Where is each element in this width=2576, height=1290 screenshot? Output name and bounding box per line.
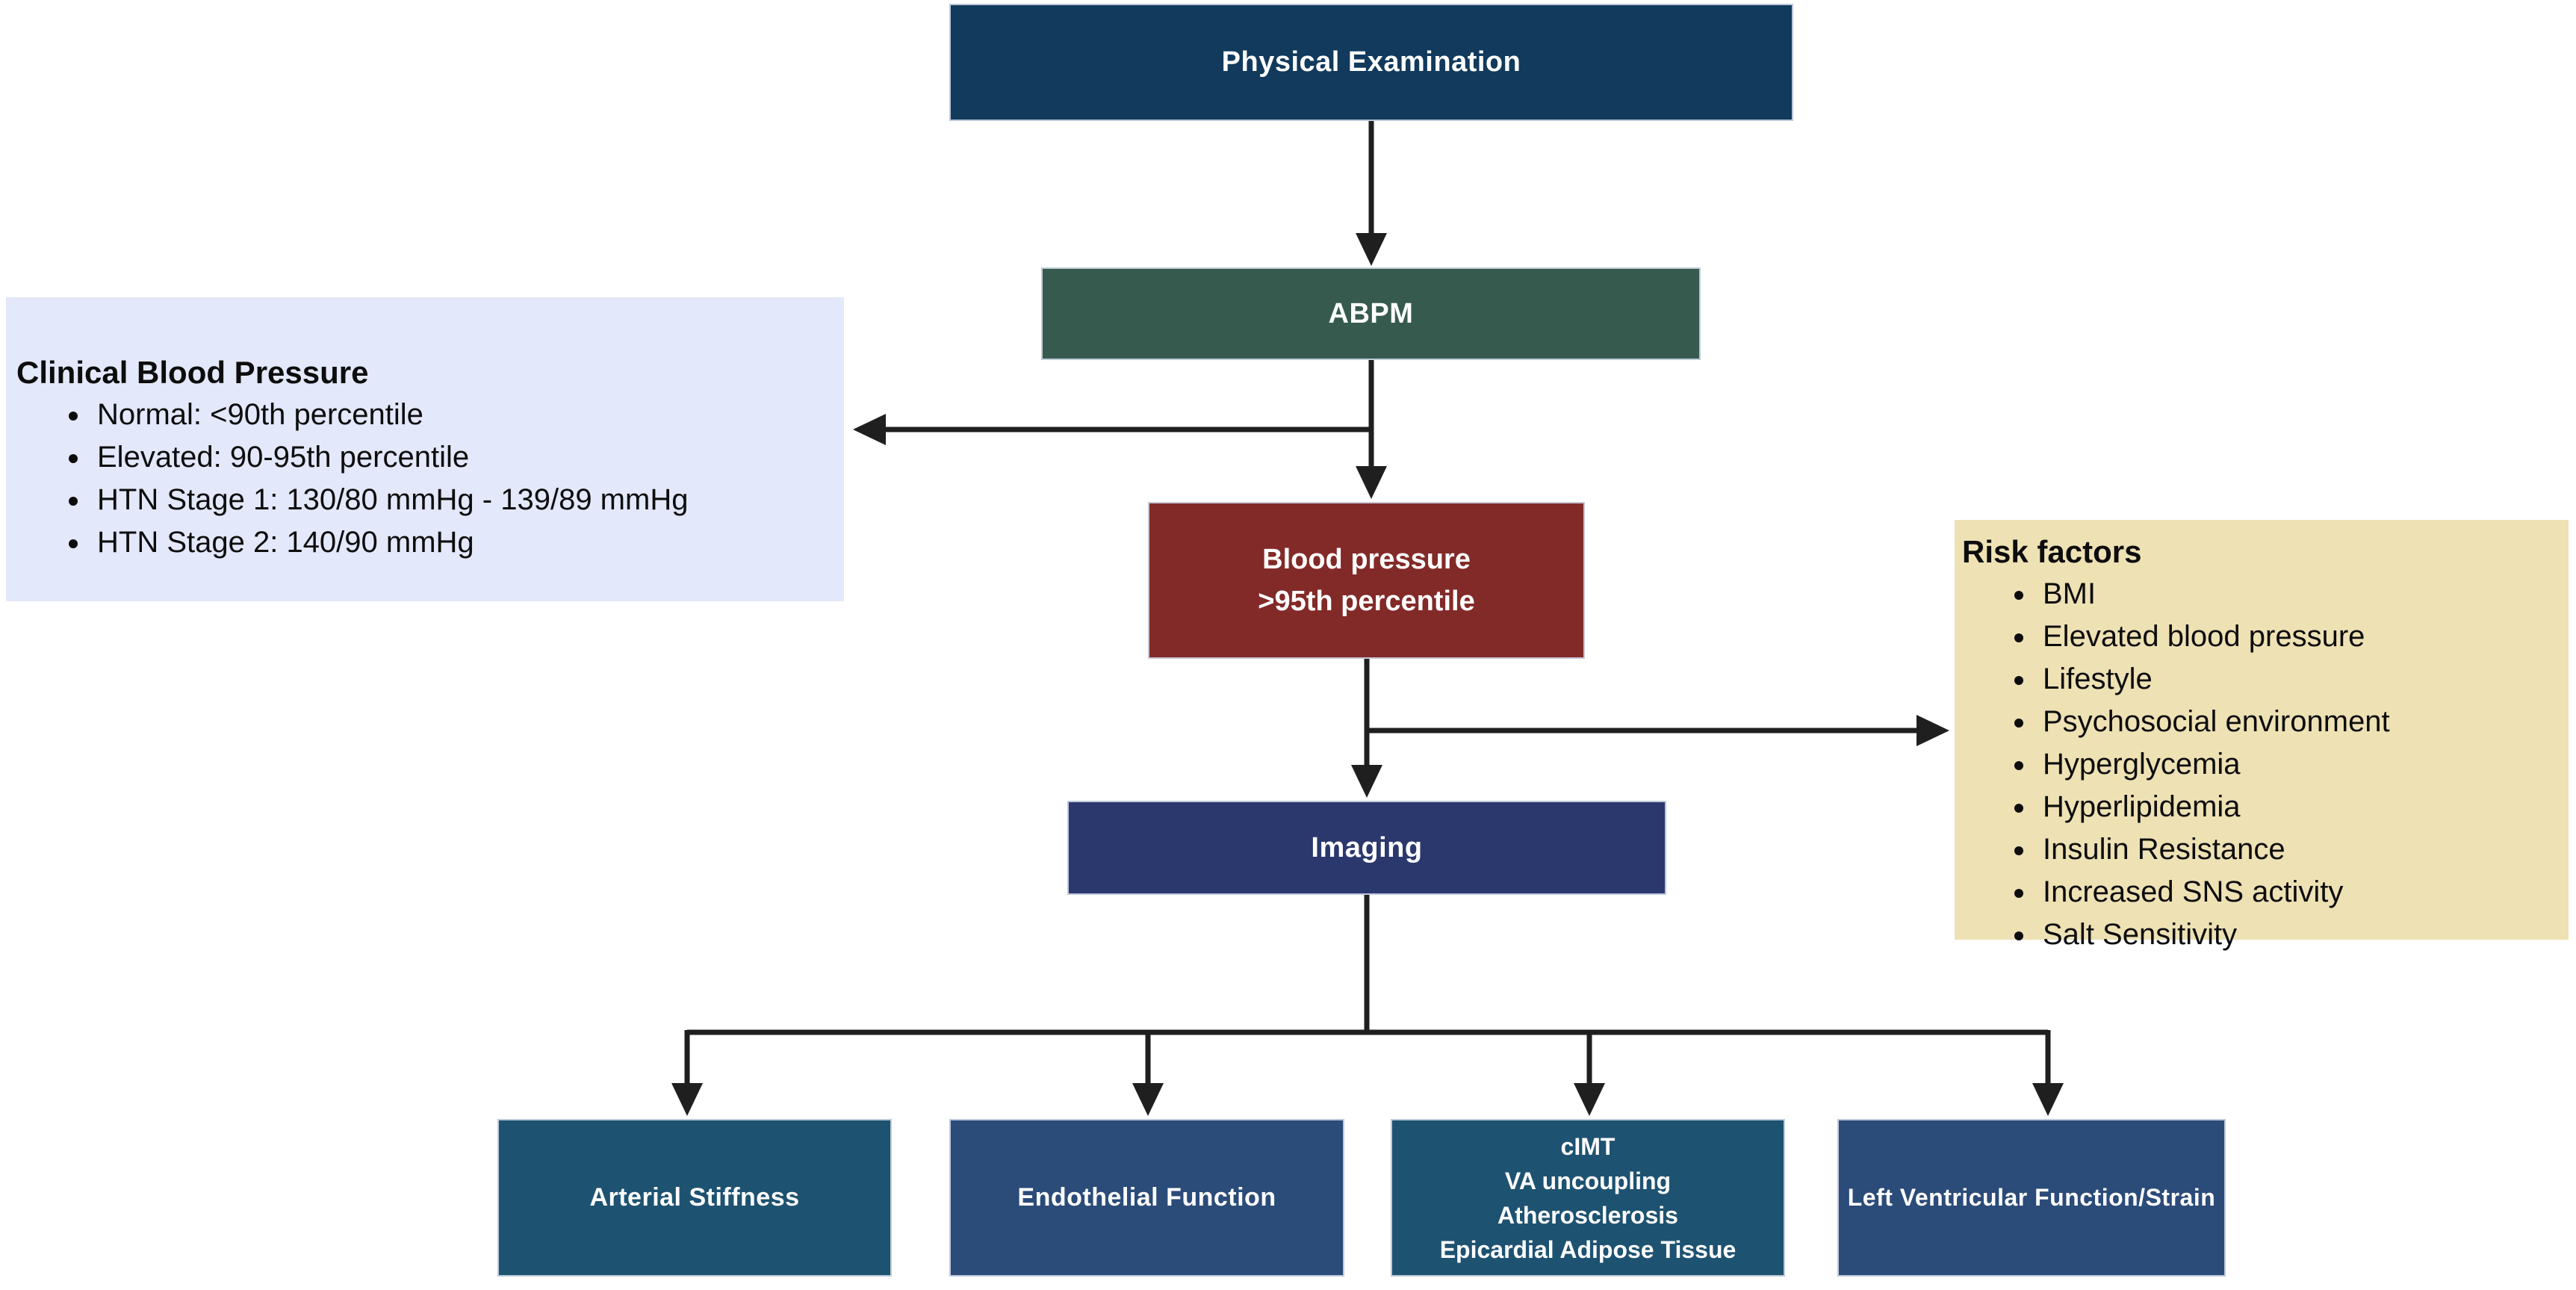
node-abpm: ABPM	[1041, 267, 1701, 360]
node-blood-pressure-95th-label: Blood pressure >95th percentile	[1258, 539, 1474, 622]
list-item: Hyperglycemia	[2037, 743, 2561, 786]
node-physical-examination-label: Physical Examination	[1221, 46, 1521, 78]
list-item: Hyperlipidemia	[2037, 786, 2561, 828]
connector-branch-endothelial	[1132, 1032, 1164, 1116]
clinical-bullet-list: Normal: <90th percentile Elevated: 90-95…	[16, 394, 834, 564]
cimt-line-3: Atherosclerosis	[1498, 1201, 1678, 1229]
connector-abpm-to-bp95	[1356, 360, 1387, 499]
node-imaging-label: Imaging	[1311, 831, 1423, 863]
panel-clinical-title: Clinical Blood Pressure	[16, 355, 369, 390]
connector-branch-arterial	[671, 1030, 703, 1116]
connector-physical-to-abpm	[1356, 121, 1387, 266]
list-item: Insulin Resistance	[2037, 828, 2561, 871]
connector-bp95-to-imaging	[1351, 659, 1382, 798]
connector-imaging-to-branches	[687, 895, 2048, 1035]
node-blood-pressure-95th: Blood pressure >95th percentile	[1148, 502, 1585, 659]
node-arterial-stiffness-label: Arterial Stiffness	[589, 1183, 800, 1212]
list-item: HTN Stage 2: 140/90 mmHg	[91, 521, 834, 564]
list-item: BMI	[2037, 573, 2561, 615]
node-endothelial-function-label: Endothelial Function	[1017, 1183, 1276, 1212]
list-item: Psychosocial environment	[2037, 701, 2561, 743]
list-item: HTN Stage 1: 130/80 mmHg - 139/89 mmHg	[91, 479, 834, 521]
node-cimt-label: cIMT VA uncoupling Atherosclerosis Epica…	[1440, 1129, 1737, 1267]
list-item: Elevated blood pressure	[2037, 615, 2561, 658]
bp95-line-2: >95th percentile	[1258, 586, 1475, 617]
list-item: Salt Sensitivity	[2037, 914, 2561, 956]
panel-risk-title: Risk factors	[1962, 534, 2142, 569]
panel-risk-factors: Risk factors BMI Elevated blood pressure…	[1955, 520, 2569, 951]
node-imaging: Imaging	[1067, 801, 1666, 895]
connector-branch-cimt	[1574, 1032, 1605, 1116]
node-physical-examination: Physical Examination	[949, 4, 1793, 121]
node-abpm-label: ABPM	[1328, 297, 1414, 329]
connector-abpm-to-clinical	[853, 414, 1371, 445]
connector-branch-lv	[2032, 1030, 2064, 1116]
node-arterial-stiffness: Arterial Stiffness	[497, 1119, 892, 1277]
list-item: Elevated: 90-95th percentile	[91, 436, 834, 479]
list-item: Normal: <90th percentile	[91, 394, 834, 436]
list-item: Lifestyle	[2037, 658, 2561, 701]
cimt-line-4: Epicardial Adipose Tissue	[1439, 1235, 1737, 1263]
node-left-ventricular-function: Left Ventricular Function/Strain	[1837, 1119, 2226, 1277]
cimt-line-1: cIMT	[1560, 1132, 1616, 1160]
panel-clinical-blood-pressure: Clinical Blood Pressure Normal: <90th pe…	[6, 297, 844, 601]
list-item: Increased SNS activity	[2037, 871, 2561, 914]
cimt-line-2: VA uncoupling	[1504, 1167, 1672, 1194]
risk-bullet-list: BMI Elevated blood pressure Lifestyle Ps…	[1962, 573, 2561, 956]
node-left-ventricular-function-label: Left Ventricular Function/Strain	[1847, 1184, 2216, 1211]
node-endothelial-function: Endothelial Function	[949, 1119, 1344, 1277]
node-cimt-atherosclerosis: cIMT VA uncoupling Atherosclerosis Epica…	[1391, 1119, 1785, 1277]
connector-bp95-to-risk	[1367, 715, 1949, 746]
bp95-line-1: Blood pressure	[1262, 544, 1471, 575]
